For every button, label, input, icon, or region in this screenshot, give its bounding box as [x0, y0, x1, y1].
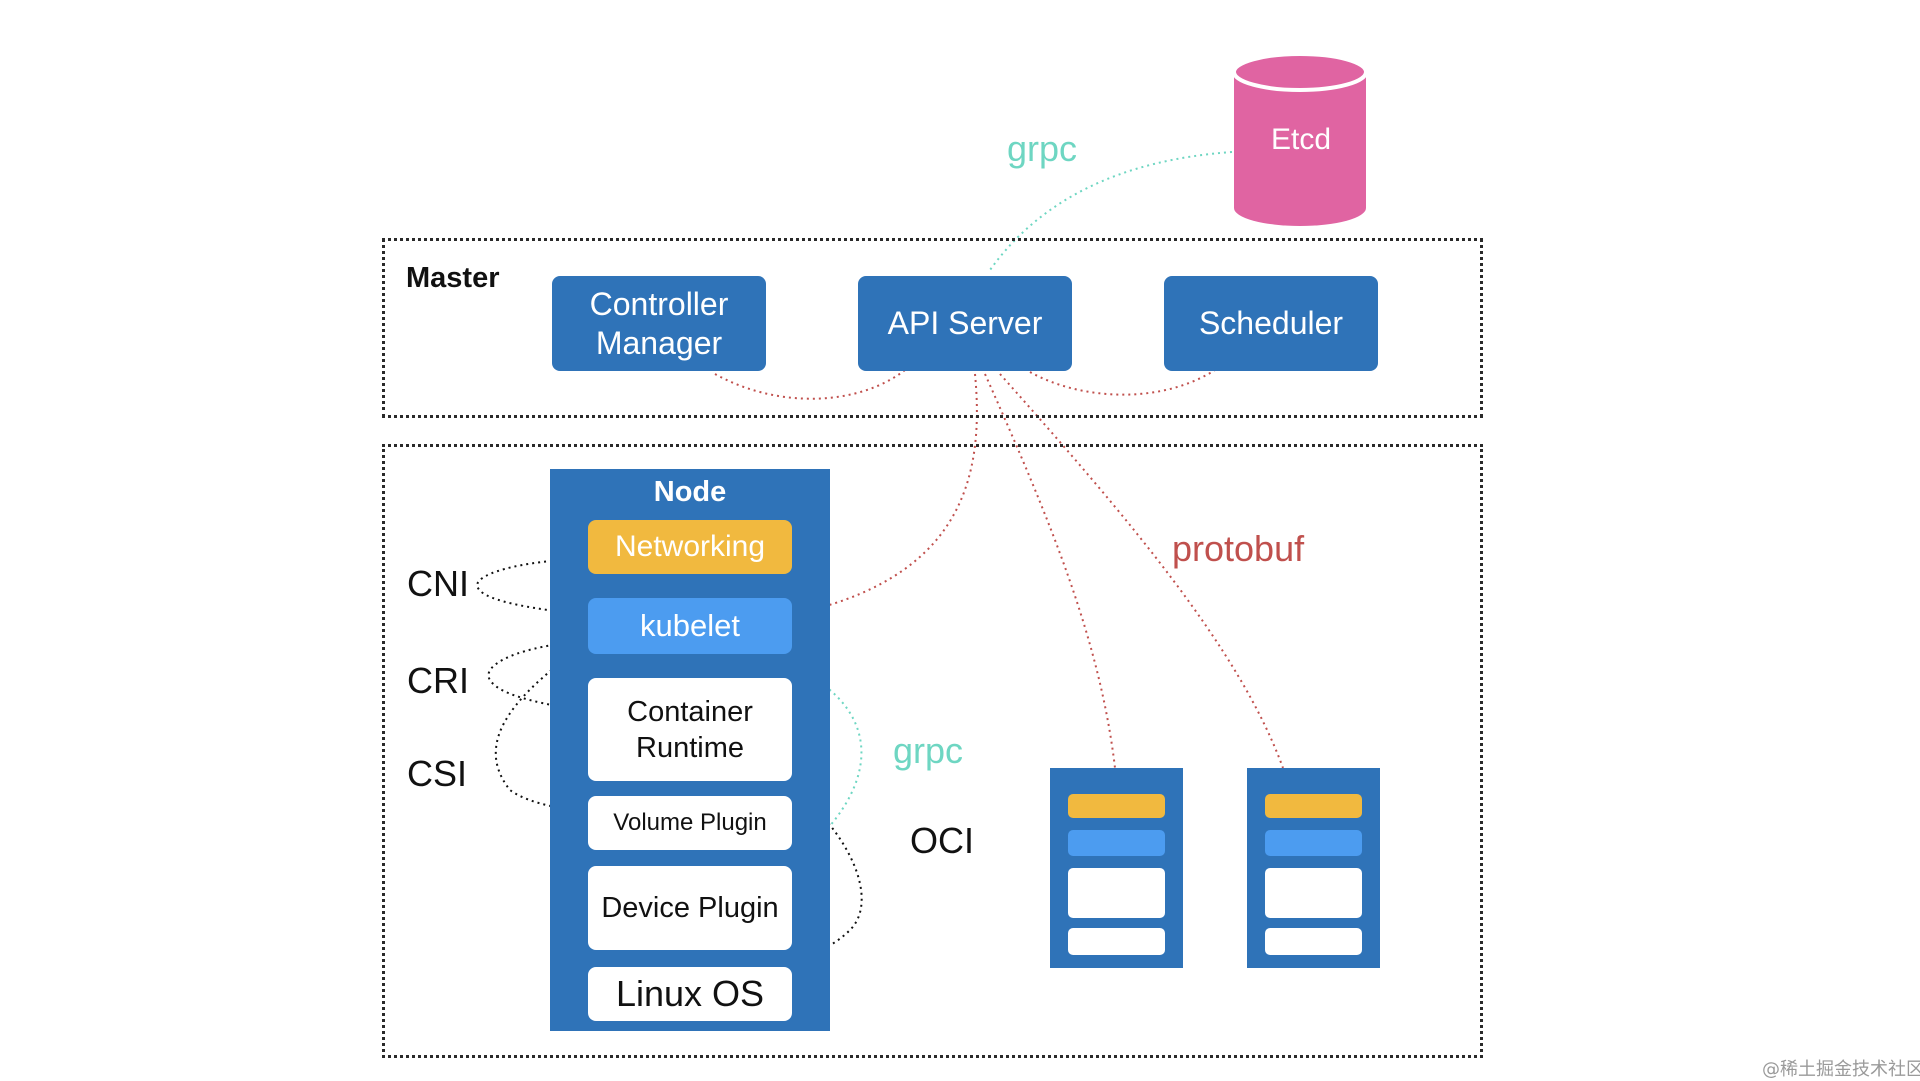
worker-node-1-os	[1068, 928, 1165, 955]
node-title: Node	[653, 476, 727, 508]
protobuf-label: protobuf	[1172, 528, 1305, 569]
worker-node-2-os	[1265, 928, 1362, 955]
csi-loop	[494, 640, 591, 813]
device-plugin-box: Device Plugin	[588, 866, 792, 950]
nodes-region	[382, 444, 1483, 1058]
kubelet-label: kubelet	[640, 608, 740, 643]
cni-label: CNI	[407, 563, 469, 604]
api-node3-link	[999, 373, 1284, 769]
etcd-label: Etcd	[1270, 123, 1332, 156]
networking-box: Networking	[588, 520, 792, 574]
container-runtime-box: Container Runtime	[588, 678, 792, 781]
master-region	[382, 238, 1483, 418]
grpc-label-node: grpc	[893, 730, 964, 771]
scheduler-label: Scheduler	[1198, 305, 1344, 341]
controller-manager-label: Controller Manager	[589, 285, 729, 361]
linux-os-label: Linux OS	[615, 973, 765, 1014]
api-kubelet-link	[789, 373, 978, 616]
api-scheduler-link	[1029, 369, 1216, 396]
worker-node-1	[1050, 768, 1183, 968]
api-server-box: API Server	[858, 276, 1072, 371]
api-server-label: API Server	[887, 305, 1043, 341]
networking-label: Networking	[614, 530, 766, 563]
master-label: Master	[406, 262, 500, 294]
volume-plugin-box: Volume Plugin	[588, 796, 792, 850]
worker-node-2-runtime	[1265, 868, 1362, 918]
oci-label: OCI	[910, 820, 975, 861]
container-runtime-label: Container Runtime	[627, 695, 753, 764]
worker-node-1-networking	[1068, 794, 1165, 818]
linux-os-box: Linux OS	[588, 967, 792, 1021]
etcd-database-icon	[1232, 52, 1368, 226]
worker-node-1-runtime	[1068, 868, 1165, 918]
worker-node-2-kubelet	[1265, 830, 1362, 856]
cri-label: CRI	[407, 660, 469, 701]
worker-node-2-networking	[1265, 794, 1362, 818]
grpc-label-top: grpc	[1007, 128, 1078, 169]
scheduler-box: Scheduler	[1164, 276, 1378, 371]
controller-manager-box: Controller Manager	[552, 276, 766, 371]
cni-loop	[476, 558, 591, 616]
watermark: @稀土掘金技术社区	[1762, 1059, 1920, 1080]
csi-label: CSI	[407, 753, 468, 794]
device-plugin-label: Device Plugin	[601, 891, 779, 924]
worker-node-1-kubelet	[1068, 830, 1165, 856]
worker-node-2	[1247, 768, 1380, 968]
kubelet-box: kubelet	[588, 598, 792, 654]
volume-plugin-label: Volume Plugin	[613, 809, 767, 836]
